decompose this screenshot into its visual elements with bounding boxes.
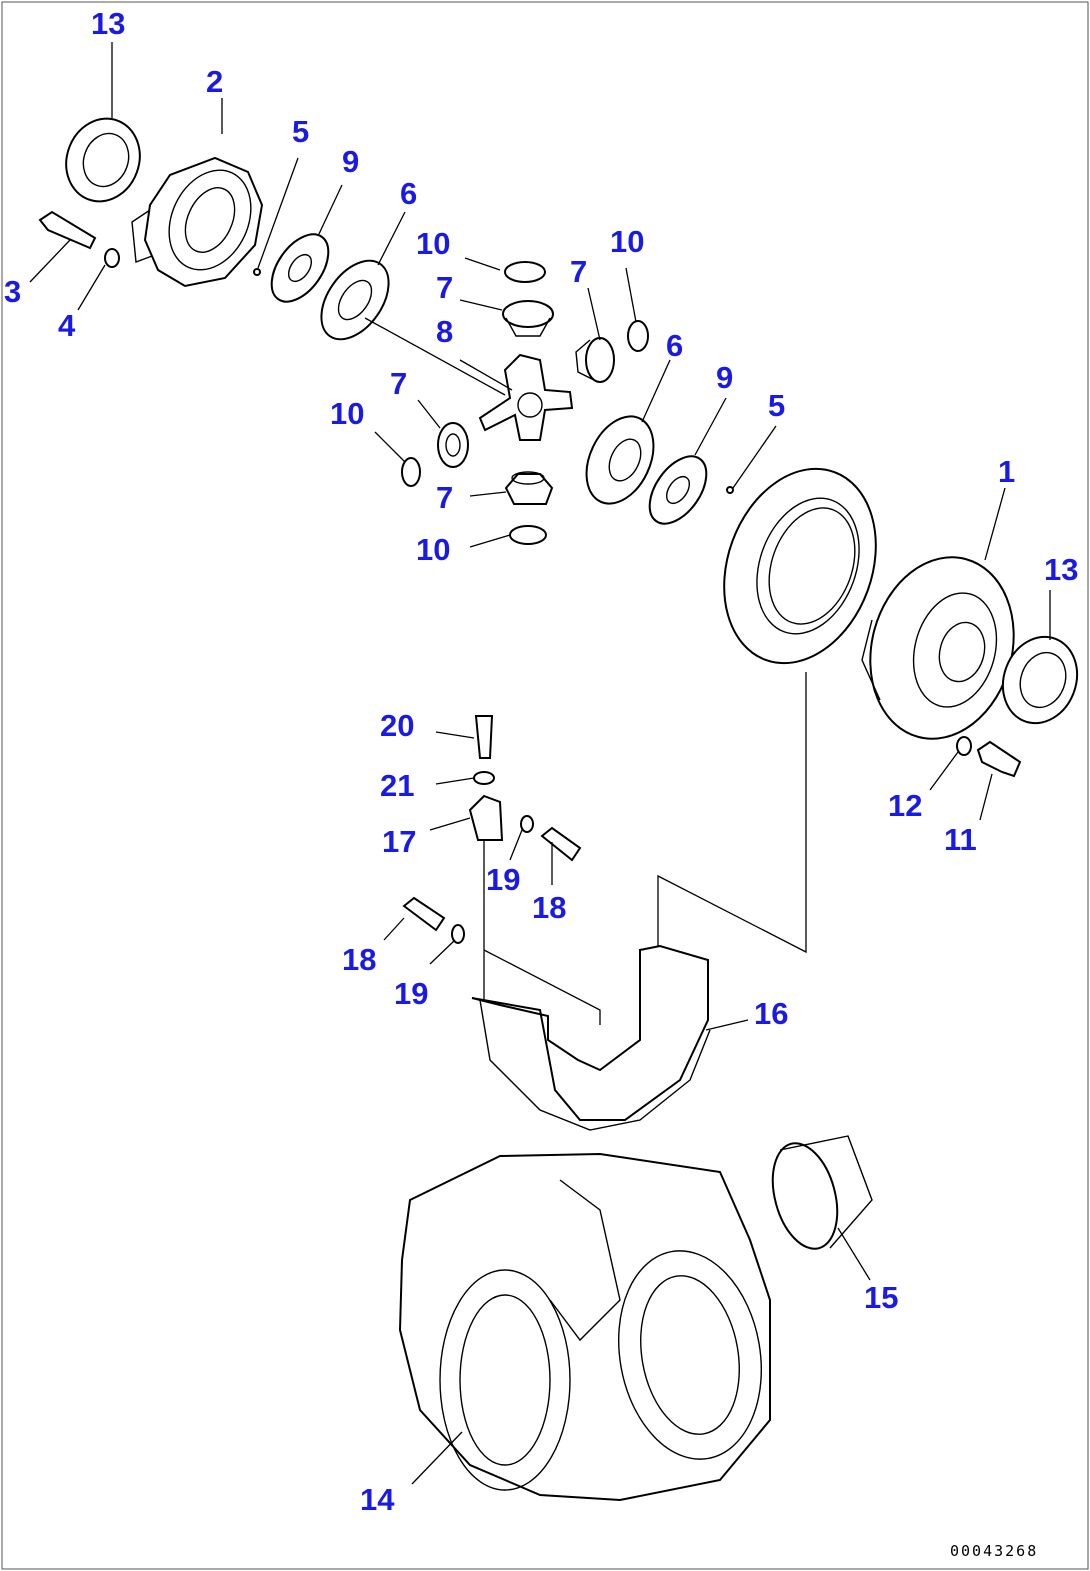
thrust-washer-9-left xyxy=(270,233,330,303)
callout-16: 16 xyxy=(754,996,788,1031)
bearing-13-left xyxy=(65,117,141,203)
differential-case-2 xyxy=(131,156,264,288)
callout-12: 12 xyxy=(888,788,922,823)
pinion-7-bottom xyxy=(504,471,554,505)
bolt-18-upper xyxy=(540,826,582,862)
washer-19-upper xyxy=(520,815,534,833)
pin-5-left xyxy=(253,268,261,276)
callout-14: 14 xyxy=(360,1482,395,1517)
callout-1: 1 xyxy=(998,454,1015,489)
callout-2: 2 xyxy=(206,64,223,99)
callout-7-right: 7 xyxy=(570,254,587,289)
bolt-18-lower xyxy=(402,896,446,932)
callout-7-bottom: 7 xyxy=(436,480,453,515)
callout-18-lower: 18 xyxy=(342,942,376,977)
callout-21: 21 xyxy=(380,768,414,803)
side-gear-6-left xyxy=(320,259,390,341)
pinion-7-top xyxy=(502,300,554,337)
washer-12 xyxy=(956,736,972,756)
callout-10-bottom: 10 xyxy=(416,532,450,567)
callout-8: 8 xyxy=(436,314,453,349)
side-gear-6-right xyxy=(585,415,655,505)
washer-4 xyxy=(104,248,120,268)
callout-19-upper: 19 xyxy=(486,862,520,897)
bearing-cap-16 xyxy=(471,944,711,1131)
callout-5-left: 5 xyxy=(292,114,309,149)
callout-17: 17 xyxy=(382,824,416,859)
callout-5-right: 5 xyxy=(768,388,785,423)
callout-6-right: 6 xyxy=(666,328,683,363)
callout-15: 15 xyxy=(864,1280,898,1315)
callout-19-lower: 19 xyxy=(394,976,428,1011)
spider-cross-8 xyxy=(478,353,574,441)
callout-9-left: 9 xyxy=(342,144,359,179)
pinion-7-right xyxy=(575,337,615,383)
thrust-washer-9-right xyxy=(648,455,708,525)
pin-5-right xyxy=(726,486,734,494)
washer-19-lower xyxy=(451,924,465,944)
callout-13-top: 13 xyxy=(91,6,125,41)
bolt-11 xyxy=(976,740,1022,778)
callout-20: 20 xyxy=(380,708,414,743)
callout-labels: 13 2 5 9 6 10 7 7 10 3 4 8 6 9 5 7 10 7 … xyxy=(4,6,1078,1517)
bolt-20 xyxy=(474,715,494,759)
lock-plate-17 xyxy=(468,794,504,841)
washer-10-top xyxy=(504,261,546,283)
ring-gear xyxy=(723,467,877,665)
callout-6-left: 6 xyxy=(400,176,417,211)
bolt-3 xyxy=(38,210,97,250)
axle-housing-14 xyxy=(398,1152,771,1502)
drawing-number: 00043268 xyxy=(950,1542,1038,1560)
washer-10-bottom xyxy=(509,525,547,545)
callout-9-right: 9 xyxy=(716,360,733,395)
callout-10-left: 10 xyxy=(330,396,364,431)
pinion-7-left xyxy=(437,422,469,468)
washer-10-left xyxy=(401,457,421,487)
washer-21 xyxy=(473,771,495,785)
bearing-13-right xyxy=(1001,635,1079,725)
callout-18-upper: 18 xyxy=(532,890,566,925)
callout-11: 11 xyxy=(944,822,977,857)
leader-lines xyxy=(29,42,1051,1485)
callout-4: 4 xyxy=(58,308,76,343)
washer-10-right xyxy=(627,320,649,352)
differential-case-1 xyxy=(861,556,1015,740)
callout-3: 3 xyxy=(4,274,21,309)
callout-13-right: 13 xyxy=(1044,552,1078,587)
sleeve-15 xyxy=(771,1135,873,1250)
callout-7-left: 7 xyxy=(390,366,407,401)
callout-7-top: 7 xyxy=(436,270,453,305)
callout-10-top: 10 xyxy=(416,226,450,261)
callout-10-right: 10 xyxy=(610,224,644,259)
